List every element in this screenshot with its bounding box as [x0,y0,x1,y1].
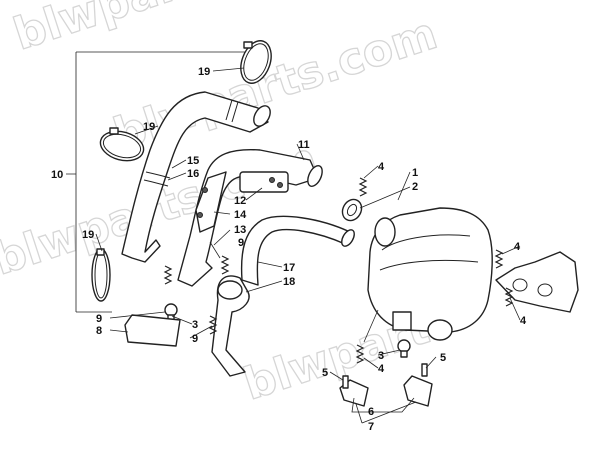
callout-17: 17 [283,262,295,274]
callout-19-lower: 19 [82,229,94,241]
callout-14: 14 [234,209,247,221]
bolts [342,363,428,389]
callout-1: 1 [412,167,418,179]
callout-19-top: 19 [198,66,210,78]
callout-5-right: 5 [440,352,446,364]
callouts: 1 2 3 3 4 4 4 4 5 5 6 7 8 9 9 9 10 11 12… [51,66,527,433]
callout-3-left: 3 [192,319,198,331]
callout-9-upper: 9 [238,237,244,249]
heat-shield [495,251,579,313]
callout-4-bottom: 4 [378,363,385,375]
callout-2: 2 [412,181,418,193]
callout-4-right-bottom: 4 [520,315,527,327]
gasket-2 [341,198,363,222]
callout-18: 18 [283,276,295,288]
muffler-1 [367,207,493,341]
callout-3-right: 3 [378,350,384,362]
callout-6: 6 [368,406,374,418]
header-pipe-12-14 [177,148,323,287]
clamp-19-middle [99,127,145,162]
callout-9-lower: 9 [192,333,198,345]
callout-5-left: 5 [322,367,328,379]
callout-10: 10 [51,169,63,181]
callout-12: 12 [234,195,246,207]
callout-4-top: 4 [378,161,385,173]
leader-lines [95,67,521,424]
clamp-19-top [240,40,272,84]
exhaust-pipe-15-16 [121,91,271,263]
callout-8: 8 [96,325,102,337]
callout-11: 11 [298,139,310,151]
callout-15: 15 [187,155,199,167]
watermark: blwparts blwparts.com blwparts.com blwpa… [0,0,461,411]
stinger-pipe-17-18 [211,215,355,377]
callout-16: 16 [187,168,199,180]
callout-4-right-top: 4 [514,241,521,253]
callout-19-middle: 19 [143,121,155,133]
callout-7: 7 [368,421,374,433]
callout-13: 13 [234,224,246,236]
callout-9-left: 9 [96,313,102,325]
brackets [124,314,433,407]
grommets [164,303,411,358]
watermark-line-1: blwparts [8,0,230,60]
clamp-19-lower [91,248,111,302]
springs [163,177,514,364]
group-bracket-10 [66,51,250,313]
